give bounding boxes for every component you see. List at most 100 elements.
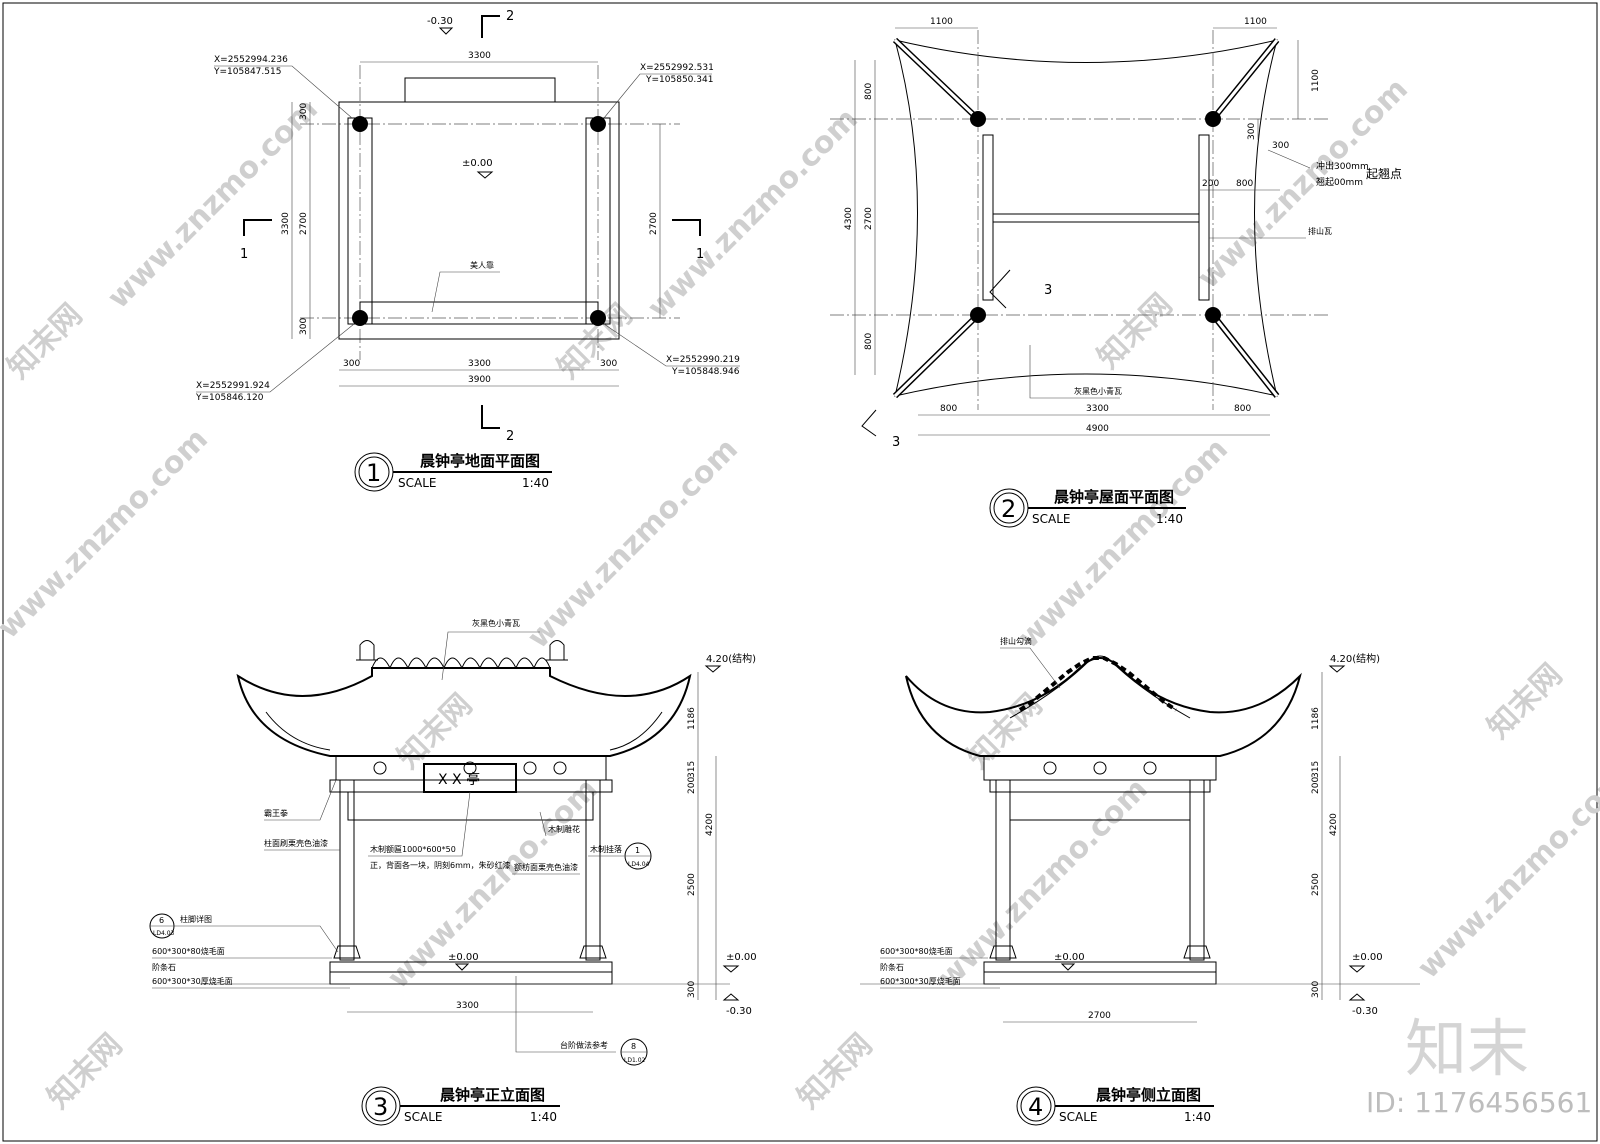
scale-value: 1:40 <box>1156 512 1183 526</box>
dim-label: 300 <box>299 103 309 120</box>
dim-label: 1100 <box>1244 17 1267 27</box>
svg-text:1: 1 <box>366 459 381 487</box>
section-marker: 2 <box>506 429 514 444</box>
dim-label: 4200 <box>705 813 715 836</box>
dim-label: 2700 <box>649 212 659 235</box>
ref-sheet: LD4.04 <box>628 861 650 868</box>
section-marker: 3 <box>892 435 900 450</box>
note-label: 600*300*30厚烧毛面 <box>880 976 961 986</box>
note-label: 阶条石 <box>880 962 904 972</box>
dim-label: 300 <box>343 359 360 369</box>
dim-label: 2500 <box>1311 873 1321 896</box>
coord-x: X=2552991.924 <box>196 381 270 391</box>
dim-label: 300 <box>1311 981 1321 998</box>
ref-number: 6 <box>159 916 164 925</box>
dim-label: 4900 <box>1086 424 1109 434</box>
ref-number: 1 <box>635 846 640 855</box>
watermark-brand: 知末网 <box>961 687 1049 775</box>
scale-value: 1:40 <box>522 476 549 490</box>
watermark-logo: 知末 <box>1405 1012 1529 1085</box>
coord-y: Y=105848.946 <box>671 367 740 377</box>
note-label: 柱面刷栗壳色油漆 <box>264 838 328 848</box>
ref-number: 8 <box>631 1042 636 1051</box>
dim-label: 3900 <box>468 375 491 385</box>
dim-label: 3300 <box>456 1001 479 1011</box>
level-label: ±0.00 <box>462 158 493 169</box>
watermark-site: www.znzmo.com <box>641 102 865 326</box>
note-label: 木制额匾1000*600*50 <box>370 844 456 854</box>
scale-value: 1:40 <box>1184 1110 1211 1124</box>
level-label: ±0.00 <box>448 952 479 963</box>
ref-sheet: LD4.03 <box>153 930 175 937</box>
note-label: 台阶做法参考 <box>560 1040 608 1050</box>
dim-label: 800 <box>1234 404 1251 414</box>
note-label: 美人靠 <box>470 260 494 270</box>
note-label: 起翘点 <box>1366 167 1402 181</box>
dim-label: 4300 <box>844 207 854 230</box>
dim-label: 3300 <box>281 212 291 235</box>
watermark-brand: 知末网 <box>1 297 89 385</box>
dim-label: 315 <box>1311 761 1321 778</box>
drawing-title-text: 晨钟亭屋面平面图 <box>1054 488 1174 506</box>
dim-label: 300 <box>299 318 309 335</box>
dim-label: 3300 <box>468 51 491 61</box>
dim-label: 300 <box>687 981 697 998</box>
level-label: -0.30 <box>1352 1006 1378 1017</box>
watermark-site: www.znzmo.com <box>1011 432 1235 656</box>
level-label: 4.20(结构) <box>1330 652 1380 665</box>
note-label: 正，背面各一块，阴刻6mm，朱砂红漆 <box>370 860 511 870</box>
dim-label: 2500 <box>687 873 697 896</box>
dim-label: 2700 <box>299 212 309 235</box>
dim-label: 1186 <box>1311 707 1321 730</box>
drawing-title: 2 晨钟亭屋面平面图 SCALE 1:40 <box>989 488 1186 528</box>
watermark-brand: 知末网 <box>1481 657 1569 745</box>
dim-label: 300 <box>1272 141 1289 151</box>
note-label: 灰黑色小青瓦 <box>1074 386 1122 396</box>
scale-label: SCALE <box>398 476 436 490</box>
drawing-title-text: 晨钟亭侧立面图 <box>1096 1086 1201 1104</box>
dim-label: 300 <box>1247 123 1257 140</box>
scale-label: SCALE <box>404 1110 442 1124</box>
watermark-brand: 知末网 <box>1091 287 1179 375</box>
dim-label: 200 <box>1202 179 1219 189</box>
svg-text:3: 3 <box>373 1093 388 1121</box>
coord-x: X=2552990.219 <box>666 355 740 365</box>
dim-label: 2700 <box>864 207 874 230</box>
coord-x: X=2552992.531 <box>640 63 714 73</box>
svg-text:4: 4 <box>1028 1093 1043 1121</box>
dim-label: 1100 <box>1311 69 1321 92</box>
note-label: 翘起00mm <box>1316 177 1363 188</box>
level-label: ±0.00 <box>726 952 757 963</box>
dim-label: 200 <box>1311 777 1321 794</box>
drawing-title-text: 晨钟亭正立面图 <box>440 1086 545 1104</box>
dim-label: 800 <box>864 83 874 100</box>
watermark-brand: 知末网 <box>551 297 639 385</box>
watermark-site: www.znzmo.com <box>1411 762 1600 986</box>
note-label: 排山勾滴 <box>1000 636 1032 646</box>
watermark-site: www.znzmo.com <box>0 422 215 646</box>
coord-y: Y=105846.120 <box>195 393 264 403</box>
plaque-text: X X 亭 <box>438 771 480 788</box>
note-label: 冲出300mm <box>1316 160 1369 172</box>
coord-y: Y=105850.341 <box>645 75 713 85</box>
scale-value: 1:40 <box>530 1110 557 1124</box>
section-marker: 1 <box>240 247 248 262</box>
coord-x: X=2552994.236 <box>214 55 288 65</box>
note-label: 灰黑色小青瓦 <box>472 618 520 628</box>
dim-label: 200 <box>687 777 697 794</box>
note-label: 排山瓦 <box>1308 226 1332 236</box>
scale-label: SCALE <box>1032 512 1070 526</box>
section-marker: 2 <box>506 9 514 24</box>
ref-sheet: LD1.02 <box>624 1057 646 1064</box>
note-label: 柱脚详图 <box>180 914 212 924</box>
dim-label: 315 <box>687 761 697 778</box>
dim-label: 1100 <box>930 17 953 27</box>
dim-label: 4200 <box>1329 813 1339 836</box>
drawing-title-text: 晨钟亭地面平面图 <box>420 452 540 470</box>
note-label: 额枋面栗壳色油漆 <box>514 862 578 872</box>
note-label: 阶条石 <box>152 962 176 972</box>
dim-label: 300 <box>600 359 617 369</box>
drawing-title: 1 晨钟亭地面平面图 SCALE 1:40 <box>354 452 552 492</box>
note-label: 600*300*80烧毛面 <box>152 946 225 956</box>
